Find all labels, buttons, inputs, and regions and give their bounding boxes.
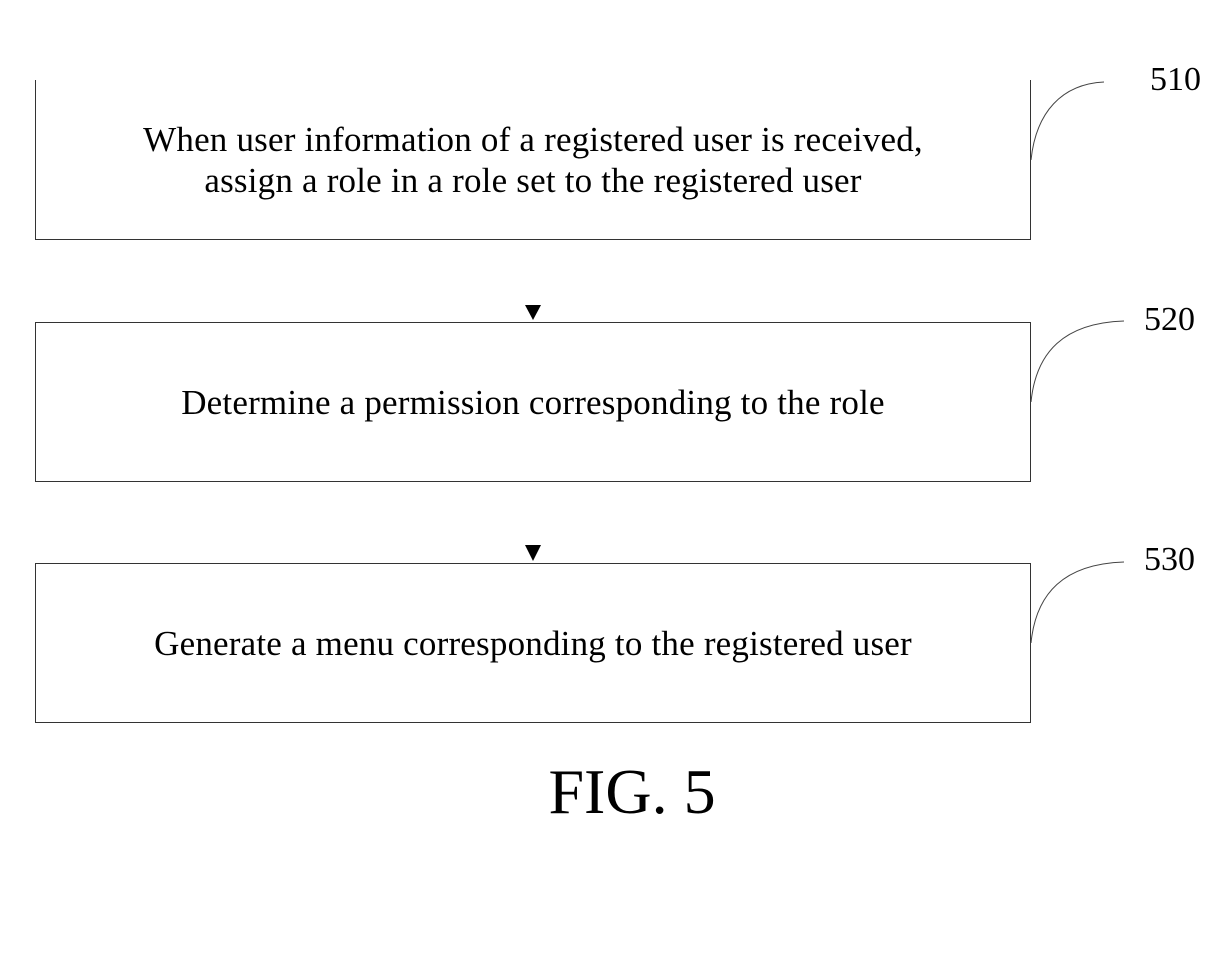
- ref-label-510: 510: [1150, 63, 1201, 97]
- step-box-510: When user information of a registered us…: [35, 80, 1031, 240]
- step-box-530: Generate a menu corresponding to the reg…: [35, 563, 1031, 723]
- ref-label-520: 520: [1144, 303, 1195, 337]
- figure-caption: FIG. 5: [0, 757, 1228, 827]
- step-text-530: Generate a menu corresponding to the reg…: [154, 623, 912, 664]
- arrow-head-520-to-530: [525, 545, 541, 561]
- step-box-520: Determine a permission corresponding to …: [35, 322, 1031, 482]
- ref-label-530: 530: [1144, 543, 1195, 577]
- leader-line-530: [1031, 562, 1124, 643]
- leader-line-510: [1031, 82, 1104, 160]
- leader-line-520: [1031, 321, 1124, 402]
- step-text-520: Determine a permission corresponding to …: [181, 382, 885, 423]
- arrow-head-510-to-520: [525, 305, 541, 320]
- step-text-510: When user information of a registered us…: [143, 119, 923, 201]
